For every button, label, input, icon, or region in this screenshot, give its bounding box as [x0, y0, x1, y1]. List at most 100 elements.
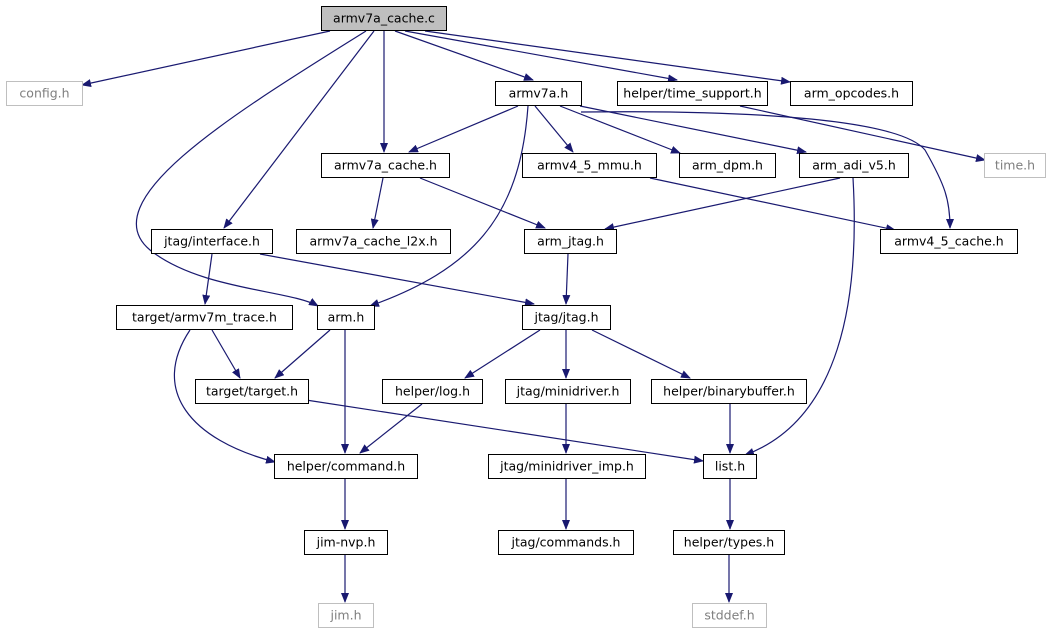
- edge-helper-time-support-h-to-time-h: [739, 105, 986, 162]
- edge-armv7a-h-to-armv4-5-mmu-h: [534, 105, 574, 153]
- edge-armv7a-h-to-arm-h: [369, 105, 529, 307]
- node-label: stddef.h: [704, 608, 754, 623]
- node-armv4-5-mmu-h[interactable]: armv4_5_mmu.h: [522, 153, 657, 178]
- node-label: helper/types.h: [684, 535, 774, 550]
- edge-jtag-interface-h-to-jtag-jtag-h: [259, 253, 535, 307]
- node-box: [617, 81, 768, 106]
- edge-target-armv7m-trace-h-to-helper-command-h: [173, 329, 276, 464]
- node-box: [151, 229, 273, 254]
- node-arm-h[interactable]: arm.h: [317, 305, 375, 330]
- node-box: [498, 530, 634, 555]
- node-box: [880, 229, 1018, 254]
- edge-armv7a-cache-h-to-armv7a-cache-l2x-h: [370, 177, 384, 229]
- node-box: [488, 454, 646, 479]
- node-jtag-jtag-h[interactable]: jtag/jtag.h: [522, 305, 611, 330]
- node-box: [799, 153, 909, 178]
- node-label: armv7a_cache.c: [333, 11, 435, 26]
- node-box: [321, 6, 447, 31]
- node-label: arm.h: [328, 310, 365, 325]
- node-label: arm_opcodes.h: [804, 86, 899, 101]
- node-armv7a-h[interactable]: armv7a.h: [495, 81, 582, 106]
- node-jtag-commands-h[interactable]: jtag/commands.h: [498, 530, 634, 555]
- node-label: armv7a_cache_l2x.h: [309, 234, 437, 249]
- node-armv7a-cache-h[interactable]: armv7a_cache.h: [321, 153, 450, 178]
- node-jim-nvp-h[interactable]: jim-nvp.h: [304, 530, 388, 555]
- edge-jtag-jtag-h-to-helper-binarybuffer-h: [591, 329, 691, 379]
- node-helper-types-h[interactable]: helper/types.h: [673, 530, 785, 555]
- edge-armv7a-h-to-armv4-5-cache-h: [580, 111, 954, 229]
- node-box: [679, 153, 776, 178]
- node-label: helper/time_support.h: [623, 86, 761, 101]
- edge-arm-jtag-h-to-jtag-jtag-h: [562, 253, 571, 305]
- edge-arm-adi-v5-h-to-list-h: [744, 177, 855, 456]
- node-arm-dpm-h[interactable]: arm_dpm.h: [679, 153, 776, 178]
- node-label: jtag/jtag.h: [533, 310, 598, 325]
- node-helper-log-h[interactable]: helper/log.h: [382, 379, 483, 404]
- node-jtag-interface-h[interactable]: jtag/interface.h: [151, 229, 273, 254]
- node-config-h: config.h: [6, 81, 83, 106]
- node-label: jtag/minidriver.h: [516, 384, 620, 399]
- node-label: armv4_5_cache.h: [894, 234, 1003, 249]
- edge-armv7a-cache-c-to-arm-opcodes-h: [424, 30, 791, 85]
- edge-armv7a-cache-c-to-helper-time-support-h: [404, 30, 678, 83]
- node-label: arm_dpm.h: [692, 158, 763, 173]
- node-armv4-5-cache-h[interactable]: armv4_5_cache.h: [880, 229, 1018, 254]
- edge-target-armv7m-trace-h-to-target-target-h: [211, 329, 241, 379]
- node-box: [790, 81, 913, 106]
- node-label: config.h: [19, 86, 69, 101]
- node-helper-command-h[interactable]: helper/command.h: [274, 454, 418, 479]
- node-label: jim.h: [329, 608, 361, 623]
- edge-armv7a-h-to-armv7a-cache-h: [408, 105, 519, 153]
- node-helper-time-support-h[interactable]: helper/time_support.h: [617, 81, 768, 106]
- node-jim-h: jim.h: [318, 603, 374, 628]
- node-label: list.h: [715, 459, 745, 474]
- node-box: [274, 454, 418, 479]
- node-target-target-h[interactable]: target/target.h: [195, 379, 309, 404]
- node-label: arm_adi_v5.h: [812, 158, 896, 173]
- node-arm-adi-v5-h[interactable]: arm_adi_v5.h: [799, 153, 909, 178]
- node-label: jtag/minidriver_imp.h: [499, 459, 634, 474]
- node-box: [495, 81, 582, 106]
- edge-jtag-jtag-h-to-helper-log-h: [464, 329, 541, 379]
- node-armv7a-cache-l2x-h[interactable]: armv7a_cache_l2x.h: [296, 229, 451, 254]
- node-box: [321, 153, 450, 178]
- node-label: jtag/interface.h: [163, 234, 260, 249]
- edge-jtag-interface-h-to-target-armv7m-trace-h: [202, 253, 213, 305]
- edge-target-target-h-to-list-h: [305, 399, 704, 464]
- edge-armv7a-h-to-arm-dpm-h: [559, 105, 681, 154]
- node-label: jtag/commands.h: [511, 535, 621, 550]
- edge-helper-log-h-to-helper-command-h: [359, 403, 423, 454]
- node-box: [692, 603, 767, 628]
- node-label: helper/binarybuffer.h: [663, 384, 795, 399]
- node-list-h[interactable]: list.h: [703, 454, 757, 479]
- edge-armv7a-cache-c-to-jtag-interface-h: [223, 30, 375, 229]
- node-label: armv7a_cache.h: [334, 158, 437, 173]
- node-box: [116, 305, 293, 330]
- node-label: jim-nvp.h: [316, 535, 376, 550]
- node-label: armv4_5_mmu.h: [537, 158, 642, 173]
- edge-arm-adi-v5-h-to-arm-jtag-h: [604, 177, 841, 232]
- node-label: arm_jtag.h: [537, 234, 604, 249]
- node-box: [673, 530, 785, 555]
- node-box: [6, 81, 83, 106]
- node-time-h: time.h: [984, 153, 1046, 178]
- node-arm-opcodes-h[interactable]: arm_opcodes.h: [790, 81, 913, 106]
- node-box: [317, 305, 375, 330]
- node-label: time.h: [995, 158, 1035, 173]
- node-box: [505, 379, 631, 404]
- edge-armv7a-cache-h-to-arm-jtag-h: [419, 177, 546, 229]
- node-helper-binarybuffer-h[interactable]: helper/binarybuffer.h: [651, 379, 807, 404]
- edge-armv4-5-mmu-h-to-armv4-5-cache-h: [649, 177, 896, 233]
- node-armv7a-cache-c[interactable]: armv7a_cache.c: [321, 6, 447, 31]
- node-box: [304, 530, 388, 555]
- node-arm-jtag-h[interactable]: arm_jtag.h: [524, 229, 617, 254]
- edge-armv7a-cache-c-to-arm-h: [135, 30, 367, 307]
- node-jtag-minidriver-imp-h[interactable]: jtag/minidriver_imp.h: [488, 454, 646, 479]
- node-label: helper/command.h: [287, 459, 405, 474]
- node-box: [522, 305, 611, 330]
- edge-armv7a-cache-c-to-config-h: [81, 30, 331, 87]
- node-jtag-minidriver-h[interactable]: jtag/minidriver.h: [505, 379, 631, 404]
- node-target-armv7m-trace-h[interactable]: target/armv7m_trace.h: [116, 305, 293, 330]
- edge-arm-h-to-target-target-h: [274, 329, 331, 379]
